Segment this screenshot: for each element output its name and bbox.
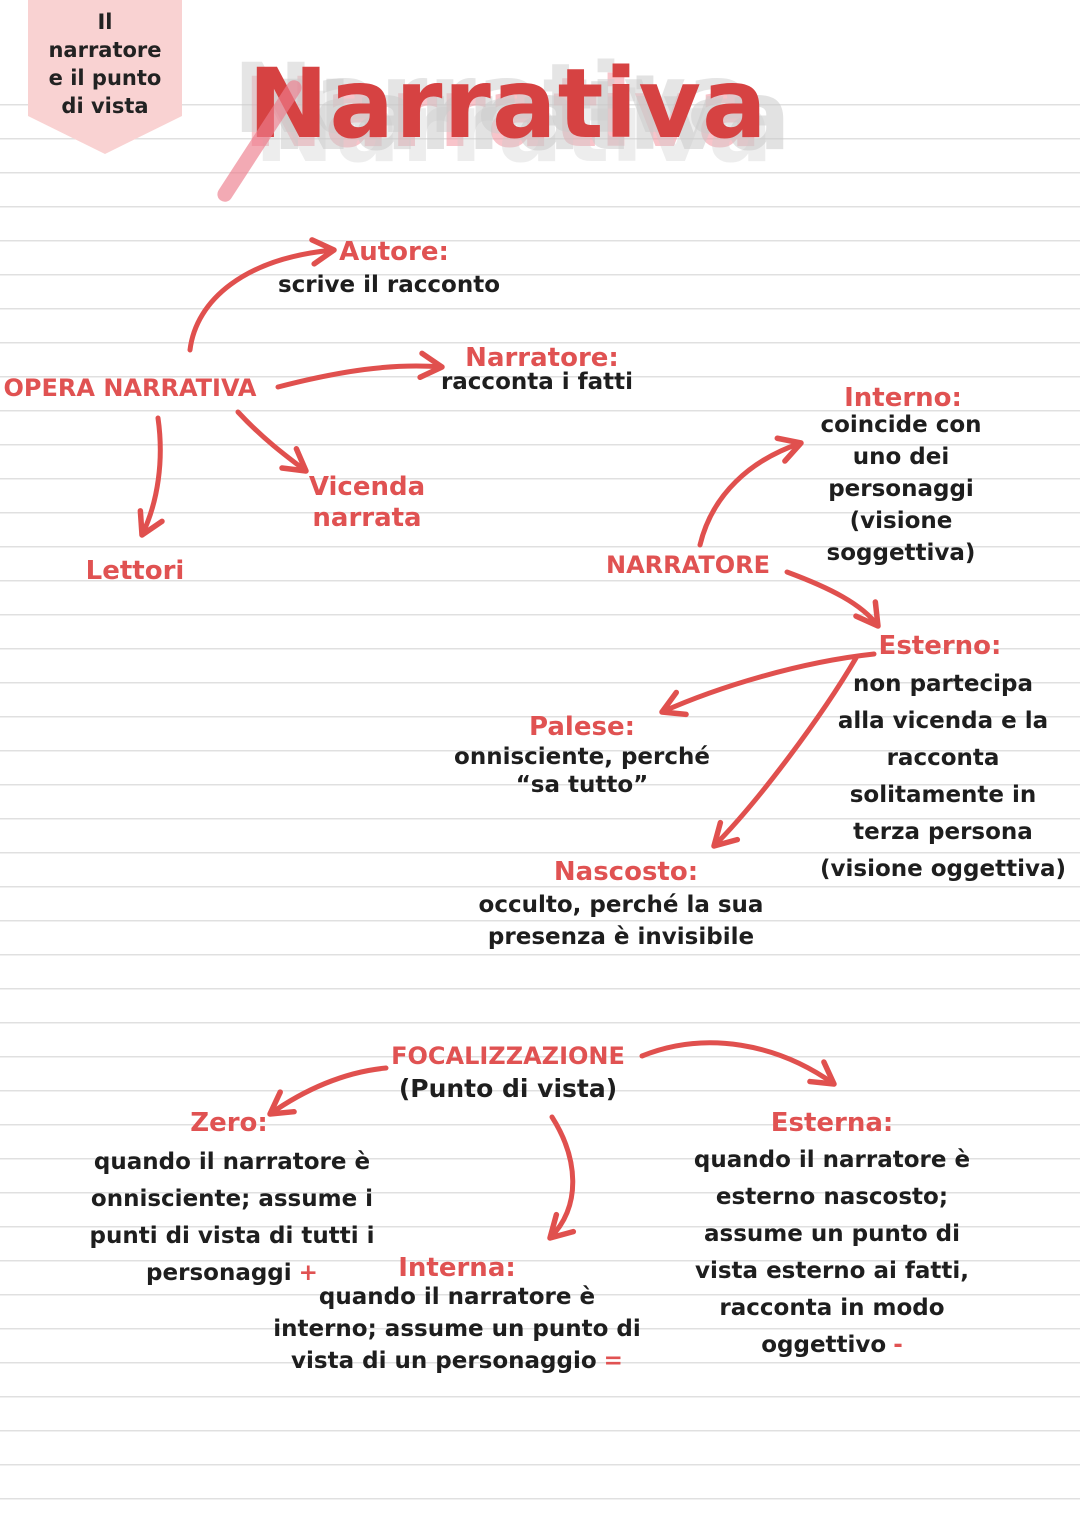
palese-desc-line: onnisciente, perché (454, 744, 710, 770)
interno-desc-line: personaggi (828, 476, 974, 502)
vicenda-line-1: Vicenda (308, 472, 426, 502)
nascosto-desc-line: presenza è invisibile (487, 924, 755, 950)
interna-desc-line: vista di un personaggio= (273, 1345, 641, 1377)
esterno-desc-line: (visione oggettiva) (820, 856, 1066, 882)
node-nascosto-desc: occulto, perché la sua presenza è invisi… (479, 889, 764, 953)
node-narratore-fn-desc: racconta i fatti (440, 369, 634, 395)
bookmark-ribbon (28, 0, 182, 154)
zero-desc-line: quando il narratore è (93, 1149, 371, 1175)
node-narratore-fn-label: Narratore: (465, 343, 619, 373)
interna-desc-line: quando il narratore è (318, 1284, 596, 1310)
node-narratore: NARRATORE (606, 551, 770, 579)
page-title-wrap: Narrativa (214, 48, 768, 205)
interno-desc-line: (visione (849, 508, 953, 534)
zero-plus-mark: + (298, 1260, 318, 1286)
esterno-desc-line: alla vicenda e la (837, 708, 1049, 734)
node-interna-label: Interna: (398, 1253, 516, 1283)
nascosto-desc-line: occulto, perché la sua (478, 892, 764, 918)
node-focalizzazione-label: FOCALIZZAZIONE (391, 1042, 625, 1070)
ruled-paper-background (0, 104, 1080, 1527)
node-esterno-desc: non partecipa alla vicenda e la racconta… (820, 666, 1066, 888)
interno-desc-line: soggettiva) (826, 540, 976, 566)
node-autore-label: Autore: (339, 237, 449, 267)
node-palese-desc: onnisciente, perché “sa tutto” (454, 743, 710, 799)
palese-desc-line: “sa tutto” (515, 772, 649, 798)
node-esterna-desc: quando il narratore è esterno nascosto; … (694, 1142, 970, 1364)
esterno-desc-line: racconta (886, 745, 1000, 771)
bookmark-line-3: e il punto (48, 66, 162, 90)
vicenda-line-2: narrata (312, 503, 422, 533)
esterna-desc-line: oggettivo- (694, 1327, 970, 1364)
zero-desc-line: punti di vista di tutti i (89, 1223, 375, 1249)
esterna-desc-text: oggettivo (761, 1332, 887, 1358)
esterno-desc-line: non partecipa (853, 671, 1033, 697)
node-nascosto-label: Nascosto: (553, 857, 699, 887)
interna-equals-mark: = (603, 1348, 623, 1374)
bookmark-line-2: narratore (48, 38, 162, 62)
page-title: Narrativa (248, 48, 768, 160)
node-zero-label: Zero: (190, 1108, 268, 1138)
zero-desc-line: personaggi+ (89, 1255, 374, 1292)
node-vicenda-narrata: Vicenda narrata (309, 472, 425, 534)
esterna-desc-line: quando il narratore è (693, 1147, 971, 1173)
node-lettori: Lettori (85, 556, 185, 586)
esterna-minus-mark: - (893, 1332, 903, 1358)
esterna-desc-line: esterno nascosto; (715, 1184, 949, 1210)
node-focalizzazione-sub: (Punto di vista) (398, 1074, 618, 1103)
node-autore-desc: scrive il racconto (277, 272, 501, 298)
node-esterna-label: Esterna: (770, 1108, 894, 1138)
bookmark-line-4: di vista (61, 94, 149, 118)
node-interno-label: Interno: (844, 383, 962, 413)
zero-desc-line: onnisciente; assume i (90, 1186, 374, 1212)
node-interno-desc: coincide con uno dei personaggi (visione… (820, 409, 981, 569)
esterna-desc-line: assume un punto di (704, 1221, 960, 1247)
node-opera-narrativa: OPERA NARRATIVA (3, 374, 257, 402)
node-palese-label: Palese: (529, 712, 635, 742)
bookmark-line-1: Il (97, 10, 113, 34)
esterna-desc-line: racconta in modo (719, 1295, 945, 1321)
interno-desc-line: coincide con (820, 412, 982, 438)
interna-desc-line: interno; assume un punto di (273, 1316, 641, 1342)
node-interna-desc: quando il narratore è interno; assume un… (273, 1281, 641, 1377)
bookmark-ribbon-shape (28, 0, 182, 154)
interna-desc-text: vista di un personaggio (291, 1348, 597, 1374)
interno-desc-line: uno dei (852, 444, 950, 470)
esterno-desc-line: solitamente in (849, 782, 1037, 808)
node-zero-desc: quando il narratore è onnisciente; assum… (89, 1144, 374, 1292)
esterna-desc-line: vista esterno ai fatti, (694, 1258, 970, 1284)
zero-desc-text: personaggi (146, 1260, 292, 1286)
node-esterno-label: Esterno: (878, 631, 1002, 661)
esterno-desc-line: terza persona (853, 819, 1033, 845)
